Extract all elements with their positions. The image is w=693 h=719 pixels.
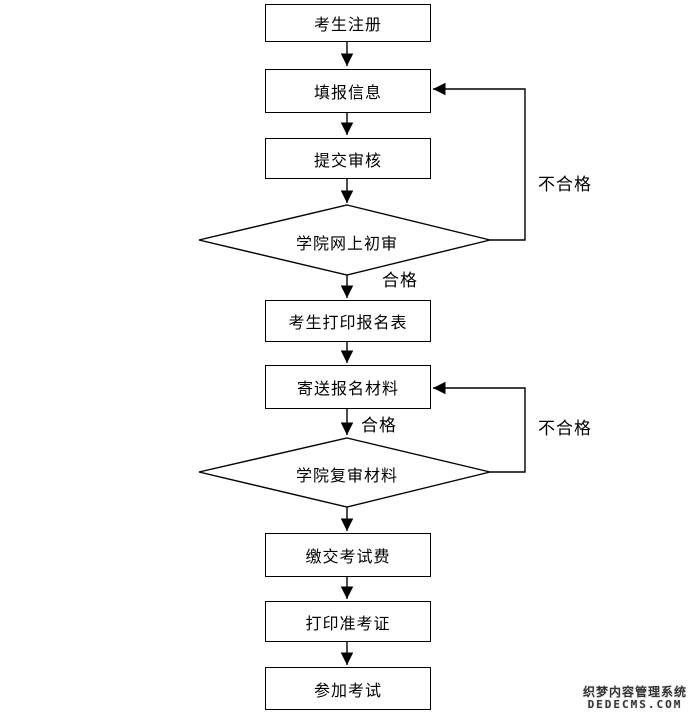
edge-label-recheck-fail: 不合格 — [538, 419, 592, 439]
node-take-exam: 参加考试 — [265, 667, 431, 710]
decision-shape-material-recheck — [198, 437, 491, 508]
loop-initial-review-fail — [433, 82, 526, 241]
edge-label-initial-review-pass: 合格 — [382, 271, 418, 291]
edge-label-recheck-pass: 合格 — [361, 416, 397, 436]
node-mail-application-materials: 寄送报名材料 — [265, 365, 431, 409]
node-print-application-form: 考生打印报名表 — [265, 300, 431, 342]
node-college-online-initial-review: 学院网上初审 — [295, 234, 398, 253]
dedecms-watermark: 织梦内容管理系统 DEDECMS.COM — [582, 684, 687, 712]
watermark-domain-text: DEDECMS.COM — [587, 698, 683, 712]
decision-shape-online-initial-review — [198, 204, 491, 276]
loop-recheck-fail — [433, 381, 526, 473]
node-print-admission-ticket: 打印准考证 — [265, 601, 431, 642]
node-fill-info: 填报信息 — [265, 69, 431, 113]
edge-label-initial-review-fail: 不合格 — [538, 175, 592, 195]
watermark-chinese-text: 织梦内容管理系统 — [582, 684, 687, 699]
node-college-material-recheck: 学院复审材料 — [295, 466, 398, 485]
node-register: 考生注册 — [265, 4, 431, 42]
node-pay-exam-fee: 缴交考试费 — [265, 533, 431, 577]
node-submit-review: 提交审核 — [265, 138, 431, 179]
